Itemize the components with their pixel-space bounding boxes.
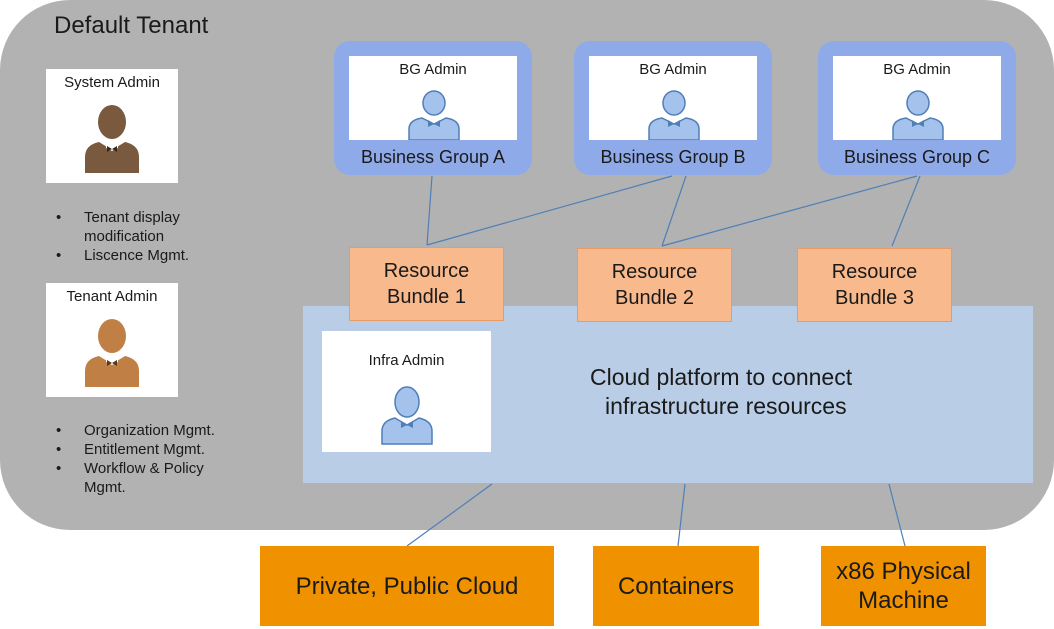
resource-line1: Containers — [617, 572, 735, 600]
resource-bundle-line2: Bundle 3 — [835, 287, 914, 309]
business-group-name: Business Group A — [360, 147, 506, 167]
bg-admin-card: BG Admin — [589, 56, 757, 140]
list-item: Liscence Mgmt. — [56, 246, 234, 265]
system-admin-bullets: Tenant display modification Liscence Mgm… — [54, 208, 234, 265]
tenant-admin-bullets: Organization Mgmt. Entitlement Mgmt. Wor… — [54, 421, 244, 497]
connector-line — [661, 175, 687, 247]
tenant-admin-card: Tenant Admin — [46, 283, 178, 397]
resource-line1: x86 Physical — [836, 558, 971, 585]
connector-line — [677, 483, 686, 547]
resource-private-public-cloud: Private, Public Cloud — [260, 546, 554, 626]
infra-admin-person-icon — [381, 386, 433, 445]
bg-admin-label: BG Admin — [399, 61, 467, 78]
bg-admin-card: BG Admin — [833, 56, 1001, 140]
business-group-name: Business Group C — [843, 147, 991, 167]
business-group-b: BG Admin Business Group B — [574, 41, 772, 175]
list-item: Organization Mgmt. — [56, 421, 244, 440]
list-item: Workflow & Policy Mgmt. — [56, 459, 244, 497]
business-group-c: BG Admin Business Group C — [818, 41, 1016, 175]
resource-bundle-line1: Resource — [611, 261, 698, 283]
connector-line — [888, 483, 906, 547]
cloud-platform-line2: infrastructure resources — [605, 393, 847, 419]
business-group-a: BG Admin Business Group A — [334, 41, 532, 175]
infra-admin-label: Infra Admin — [368, 352, 445, 369]
connector-line — [661, 175, 918, 247]
bg-admin-person-icon — [408, 90, 460, 140]
bg-admin-person-icon — [648, 90, 700, 140]
system-admin-label: System Admin — [64, 74, 160, 91]
resource-line2: Machine — [858, 587, 949, 614]
business-group-name: Business Group B — [600, 147, 746, 167]
resource-bundle-line2: Bundle 2 — [615, 287, 694, 309]
bg-admin-label: BG Admin — [639, 61, 707, 78]
resource-bundle-line2: Bundle 1 — [387, 286, 466, 308]
bg-admin-person-icon — [892, 90, 944, 140]
bg-admin-label: BG Admin — [883, 61, 951, 78]
connector-line — [891, 175, 921, 247]
connector-line — [406, 483, 493, 547]
system-admin-person-icon — [85, 105, 139, 173]
system-admin-card: System Admin — [46, 69, 178, 183]
resource-line1: Private, Public Cloud — [295, 572, 519, 600]
connector-line — [426, 175, 673, 246]
cloud-platform-line1: Cloud platform to connect — [590, 364, 853, 390]
connector-line — [426, 175, 433, 246]
tenant-admin-label: Tenant Admin — [66, 288, 158, 305]
list-item: Tenant display modification — [56, 208, 234, 246]
resource-bundle-line1: Resource — [831, 261, 918, 283]
infra-admin-card: Infra Admin — [322, 331, 491, 452]
resource-bundle-line1: Resource — [383, 260, 470, 282]
bg-admin-card: BG Admin — [349, 56, 517, 140]
tenant-admin-person-icon — [85, 319, 139, 387]
resource-containers: Containers — [593, 546, 759, 626]
cloud-platform-description: Cloud platform to connect infrastructure… — [590, 363, 890, 421]
tenant-title: Default Tenant — [54, 12, 209, 39]
list-item: Entitlement Mgmt. — [56, 440, 244, 459]
